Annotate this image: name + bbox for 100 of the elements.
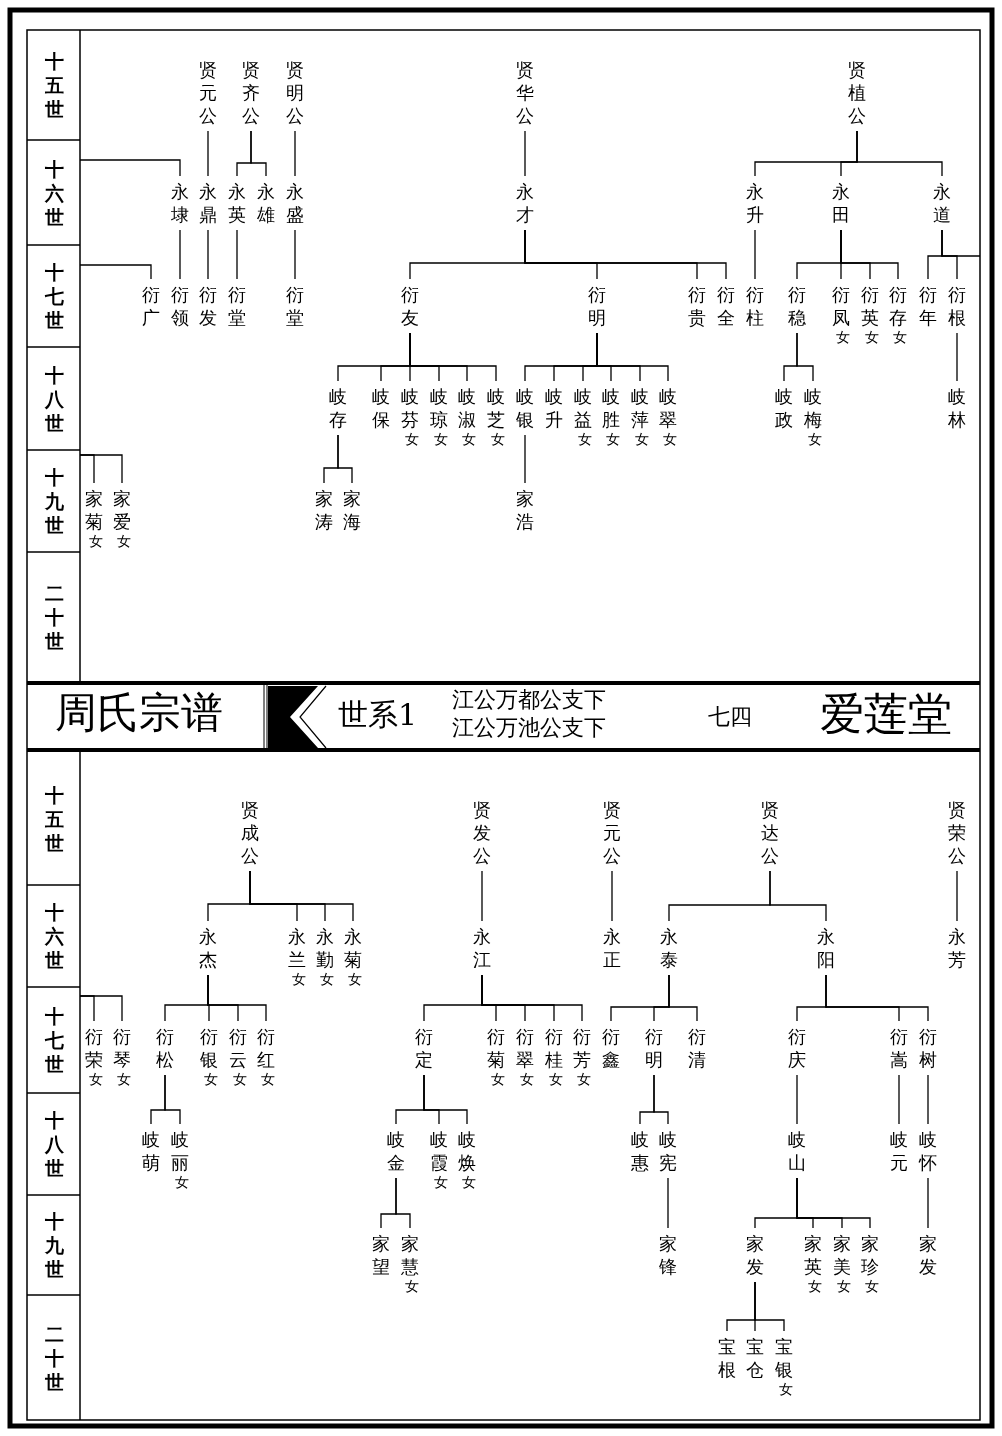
gender-mark: 女: [808, 1278, 822, 1294]
person-name: 衍鑫: [602, 1025, 620, 1071]
person-name: 衍红: [257, 1025, 275, 1071]
person-name: 衍明: [588, 283, 606, 329]
gender-mark: 女: [520, 1071, 534, 1087]
person-name: 家望: [372, 1232, 390, 1278]
person-name: 贤发公: [473, 798, 491, 867]
person-name: 永雄: [257, 180, 275, 226]
person-name: 衍明: [645, 1025, 663, 1071]
branch-note: 江公万都公支下: [452, 689, 606, 711]
person-name: 衍堂: [228, 283, 246, 329]
gender-mark: 女: [434, 431, 448, 447]
gender-mark: 女: [261, 1071, 275, 1087]
gender-mark: 女: [405, 431, 419, 447]
person-name: 永道: [933, 180, 951, 226]
person-name: 永菊: [344, 925, 362, 971]
person-name: 衍芳: [573, 1025, 591, 1071]
connector-line: [941, 229, 981, 257]
person-name: 衍友: [401, 283, 419, 329]
gender-mark: 女: [577, 1071, 591, 1087]
person-name: 衍存: [889, 283, 907, 329]
person-name: 衍荣: [85, 1025, 103, 1071]
person-name: 贤华公: [516, 58, 534, 127]
connector-line: [524, 434, 526, 484]
connector-line: [769, 870, 827, 922]
gender-mark: 女: [606, 431, 620, 447]
gender-mark: 女: [117, 533, 131, 549]
person-name: 衍柱: [746, 283, 764, 329]
person-name: 衍根: [948, 283, 966, 329]
connector-line: [668, 974, 698, 1022]
gender-mark: 女: [462, 431, 476, 447]
person-name: 岐元: [890, 1128, 908, 1174]
person-name: 家爱: [113, 487, 131, 533]
person-name: 衍桂: [545, 1025, 563, 1071]
connector-line: [207, 974, 267, 1022]
person-name: 岐霞: [430, 1128, 448, 1174]
person-name: 永泰: [660, 925, 678, 971]
person-name: 衍广: [142, 283, 160, 329]
person-name: 衍琴: [113, 1025, 131, 1071]
connector-line: [423, 1074, 468, 1125]
person-name: 贤荣公: [948, 798, 966, 867]
person-name: 岐丽: [171, 1128, 189, 1174]
gender-mark: 女: [779, 1381, 793, 1397]
person-name: 永芳: [948, 925, 966, 971]
person-name: 岐升: [545, 385, 563, 431]
gender-mark: 女: [491, 1071, 505, 1087]
connector-line: [653, 1074, 669, 1125]
gender-mark: 女: [635, 431, 649, 447]
connector-line: [164, 1074, 181, 1125]
person-name: 衍领: [171, 283, 189, 329]
connector-line: [898, 1074, 900, 1125]
connector-line: [207, 130, 209, 177]
person-name: 贤元公: [603, 798, 621, 867]
person-name: 家英: [804, 1232, 822, 1278]
gender-mark: 女: [89, 533, 103, 549]
person-name: 衍贵: [688, 283, 706, 329]
person-name: 家发: [746, 1232, 764, 1278]
person-name: 永才: [516, 180, 534, 226]
person-name: 贤齐公: [242, 58, 260, 127]
person-name: 岐宪: [659, 1128, 677, 1174]
person-name: 岐银: [516, 385, 534, 431]
gender-mark: 女: [491, 431, 505, 447]
connector-line: [409, 332, 497, 382]
gender-mark: 女: [117, 1071, 131, 1087]
gender-mark: 女: [578, 431, 592, 447]
person-name: 宝银: [775, 1335, 793, 1381]
person-name: 家珍: [861, 1232, 879, 1278]
person-name: 岐翠: [659, 385, 677, 431]
person-name: 家美: [833, 1232, 851, 1278]
person-name: 家海: [343, 487, 361, 533]
gender-mark: 女: [462, 1174, 476, 1190]
generation-label: 十九世: [44, 465, 64, 537]
hall-name: 爱莲堂: [820, 692, 952, 736]
person-name: 岐林: [948, 385, 966, 431]
person-name: 永埭: [171, 180, 189, 226]
connector-line: [840, 229, 899, 280]
connector-line: [79, 454, 123, 484]
gender-mark: 女: [808, 431, 822, 447]
connector-line: [250, 130, 267, 177]
gender-mark: 女: [865, 329, 879, 345]
connector-line: [611, 870, 613, 922]
person-name: 衍嵩: [890, 1025, 908, 1071]
person-name: 衍清: [688, 1025, 706, 1071]
person-name: 永兰: [288, 925, 306, 971]
book-title: 周氏宗谱: [55, 692, 223, 734]
connector-line: [481, 870, 483, 922]
person-name: 永鼎: [199, 180, 217, 226]
person-name: 永升: [746, 180, 764, 226]
person-name: 岐梅: [804, 385, 822, 431]
person-name: 家锋: [659, 1232, 677, 1278]
connector-line: [796, 1074, 798, 1125]
person-name: 衍菊: [487, 1025, 505, 1071]
connector-line: [337, 434, 353, 484]
generation-label: 二十世: [44, 581, 64, 653]
person-name: 衍堂: [286, 283, 304, 329]
connector-line: [79, 264, 152, 280]
person-name: 永英: [228, 180, 246, 226]
connector-line: [179, 229, 181, 280]
gender-mark: 女: [549, 1071, 563, 1087]
connector-line: [927, 1177, 929, 1229]
